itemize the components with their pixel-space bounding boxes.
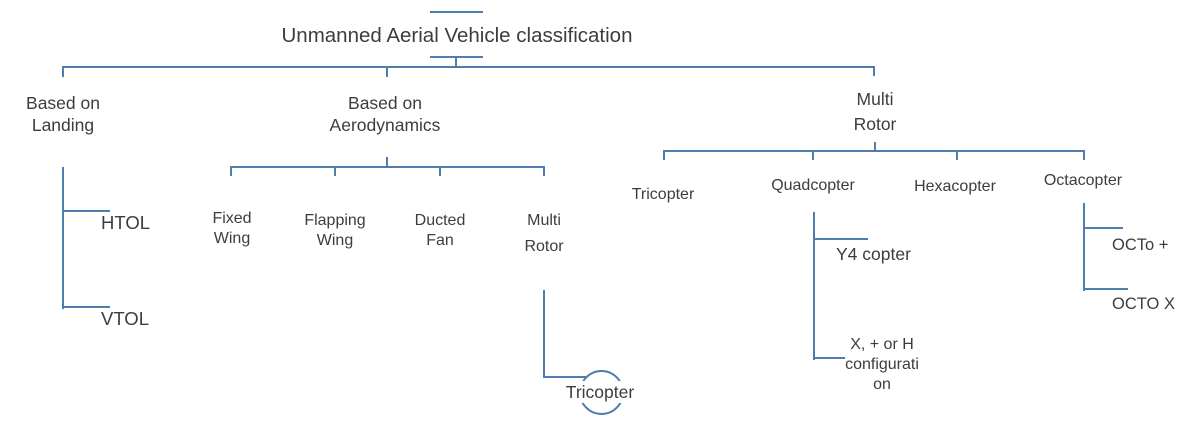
htol-branch-line <box>62 210 110 212</box>
main-connector-line <box>62 66 875 68</box>
node-tricopter-aero: Tricopter <box>550 381 650 404</box>
quadcopter-vertical-line <box>813 212 815 360</box>
aerodynamics-up-tick <box>386 157 388 168</box>
octacopter-vertical-line <box>1083 203 1085 291</box>
multirotor-tick-tricopter <box>663 150 665 160</box>
node-xh-configuration: X, + or H configurati on <box>845 336 919 393</box>
aerodynamics-bracket-line <box>230 166 545 168</box>
node-multi-rotor-aero: Multi Rotor <box>524 212 564 255</box>
node-fixed-wing: Fixed Wing <box>212 210 252 248</box>
multirotor-tick-hexacopter <box>956 150 958 160</box>
node-htol: HTOL <box>101 212 151 233</box>
node-y4-copter: Y4 copter <box>836 244 911 264</box>
aerodynamics-tick-ducted-fan <box>439 166 441 176</box>
multirotor-tick-quadcopter <box>812 150 814 160</box>
aerodynamics-tick-multi-rotor <box>543 166 545 176</box>
node-based-on-landing: Based on Landing <box>26 93 100 136</box>
octo-x-branch-line <box>1083 288 1128 290</box>
xh-config-branch-line <box>813 357 845 359</box>
multirotor-tick-octacopter <box>1083 150 1085 160</box>
multirotor-bracket-line <box>663 150 1085 152</box>
node-based-on-aerodynamics: Based on Aerodynamics <box>329 93 441 136</box>
node-quadcopter: Quadcopter <box>771 177 855 194</box>
node-octacopter: Octacopter <box>1043 172 1123 189</box>
aerodynamics-tick-fixed-wing <box>230 166 232 176</box>
node-tricopter-right: Tricopter <box>631 186 695 203</box>
main-connector-left-tick <box>62 66 64 77</box>
node-ducted-fan: Ducted Fan <box>414 212 466 250</box>
y4-copter-branch-line <box>813 238 868 240</box>
node-flapping-wing: Flapping Wing <box>304 212 366 250</box>
aero-multirotor-vertical-line <box>543 290 545 378</box>
multirotor-up-tick <box>874 142 876 152</box>
title-connector-stub <box>455 56 457 67</box>
main-connector-right-tick <box>873 66 875 76</box>
aero-tricopter-branch-line <box>543 376 587 378</box>
octo-plus-branch-line <box>1083 227 1123 229</box>
vtol-branch-line <box>62 306 110 308</box>
node-octo-x: OCTO X <box>1112 295 1175 313</box>
landing-vertical-line <box>62 167 64 309</box>
main-connector-center-tick <box>386 66 388 77</box>
diagram-title: Unmanned Aerial Vehicle classification <box>281 24 633 47</box>
title-top-border-line <box>430 11 483 13</box>
node-vtol: VTOL <box>101 308 149 329</box>
node-octo-plus: OCTo + <box>1112 236 1169 254</box>
node-multi-rotor: Multi Rotor <box>853 89 897 135</box>
node-hexacopter: Hexacopter <box>914 178 996 195</box>
aerodynamics-tick-flapping-wing <box>334 166 336 176</box>
